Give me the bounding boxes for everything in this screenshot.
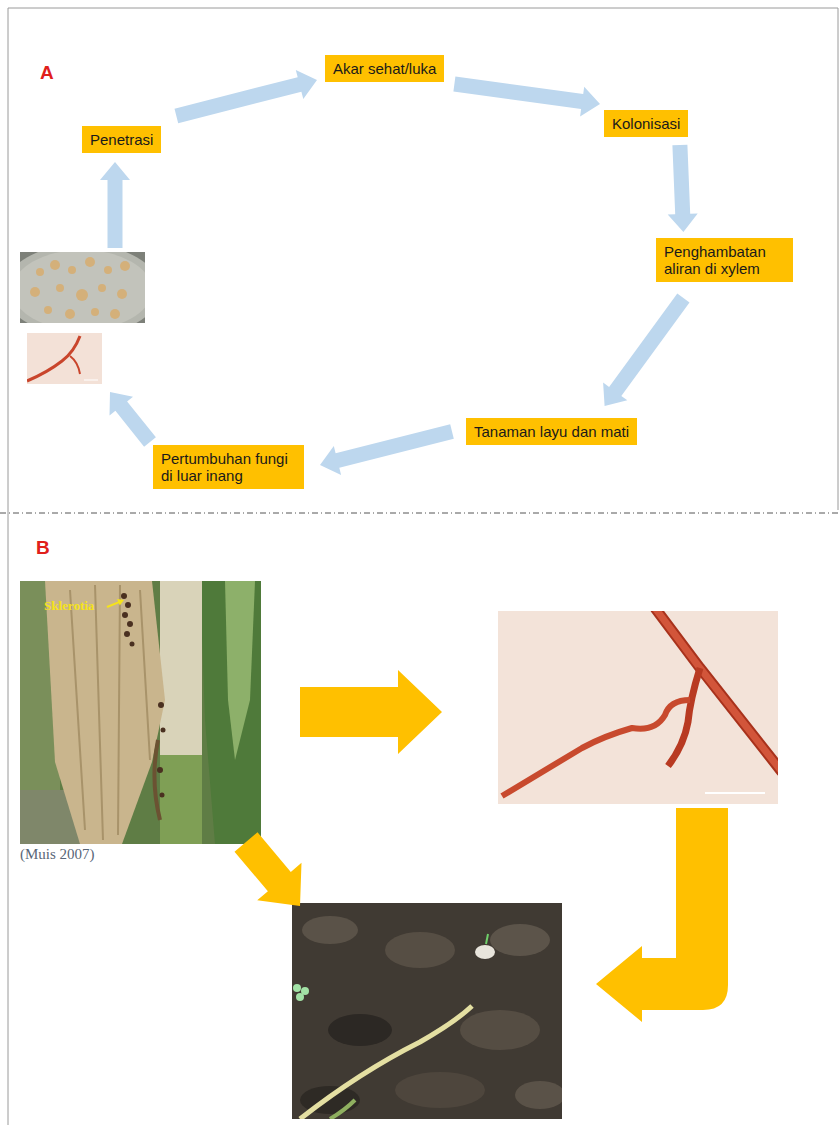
process-box: Penetrasi [82, 126, 161, 153]
box-text: Akar sehat/luka [333, 60, 436, 77]
flow-arrow [603, 294, 689, 406]
cycle-arrow [110, 392, 156, 447]
maize-photo [20, 581, 261, 844]
soil-clod [302, 916, 358, 944]
soil-shadow [328, 1014, 392, 1046]
panel-divider [0, 513, 839, 514]
scale-bar [705, 792, 765, 794]
sclerotia-soil [293, 984, 309, 1001]
yellow-arrow [300, 670, 442, 754]
process-box: Pertumbuhan fungi di luar inang [153, 445, 304, 489]
process-box: Tanaman layu dan mati [466, 418, 637, 445]
box-text: Penetrasi [90, 131, 153, 148]
maize-stalk [160, 581, 202, 844]
petri-photo [20, 252, 145, 323]
colony [117, 289, 127, 299]
seedling-stem [300, 1006, 472, 1119]
sheath-stripes [70, 585, 150, 840]
box-text: Pertumbuhan fungi di luar inang [161, 450, 296, 484]
colony [36, 268, 44, 276]
sclerotium [296, 993, 304, 1001]
fungal-colonies [30, 257, 130, 319]
sclerotia-dots [121, 593, 166, 798]
yellow-arrow [596, 808, 728, 1022]
flow-arrow [320, 424, 454, 475]
colony [56, 284, 64, 292]
colony [44, 306, 52, 314]
sclerotium [158, 702, 164, 708]
part-label: Sklerotia [44, 598, 94, 614]
panel-letter: B [36, 537, 50, 559]
colony [68, 266, 76, 274]
colony [98, 284, 106, 292]
colony [76, 289, 88, 301]
maize-stalk-green [160, 755, 202, 844]
sclerotium [157, 767, 163, 773]
sclerotium [127, 621, 133, 627]
sclerotium [293, 984, 301, 992]
box-text: Penghambatan aliran di xylem [664, 243, 785, 277]
source-note: (Muis 2007) [20, 846, 95, 863]
soil-clod [490, 924, 550, 956]
hypha-outline [655, 611, 778, 772]
sclerotium [130, 642, 135, 647]
colony [104, 266, 112, 274]
photo-ground [27, 333, 102, 384]
petri-plate [20, 252, 145, 323]
seedling-leaf [330, 1100, 355, 1119]
hypha [668, 668, 700, 766]
hypha [70, 356, 80, 374]
sclerotium [122, 612, 128, 618]
green-leaf [200, 581, 261, 844]
colony [85, 257, 95, 267]
hypha [27, 336, 80, 381]
colony [50, 260, 60, 270]
hypha [655, 611, 778, 772]
scale-bar [84, 380, 98, 381]
sclerotium [121, 593, 127, 599]
hyphae-photo [498, 611, 778, 804]
photo-ground [20, 581, 261, 844]
sclerotium [161, 728, 166, 733]
colony [65, 309, 75, 319]
grub [475, 945, 495, 959]
colony [91, 308, 99, 316]
process-box: Akar sehat/luka [325, 55, 444, 82]
green-leaf [225, 581, 255, 760]
flow-arrow [453, 77, 600, 117]
soil-clod [460, 1010, 540, 1050]
sklerotia-pointer [107, 599, 124, 608]
petri-agar [20, 252, 145, 323]
panel-letter: A [40, 62, 54, 84]
colony [120, 261, 130, 271]
dried-leaf-sheath [45, 581, 165, 844]
box-text: Tanaman layu dan mati [474, 423, 629, 440]
process-box: Penghambatan aliran di xylem [656, 238, 793, 282]
sprout [486, 934, 488, 944]
sclerotium [125, 602, 131, 608]
cycle-arrow [100, 162, 130, 248]
colony [110, 309, 120, 319]
soil-clod [385, 932, 455, 968]
flow-arrow [668, 145, 698, 232]
soil-clod [515, 1081, 562, 1109]
sclerotium [124, 631, 130, 637]
flow-arrow [175, 70, 318, 123]
process-box: Kolonisasi [604, 110, 688, 137]
panel-frame [8, 8, 838, 1125]
lesion [154, 740, 160, 820]
box-text: Kolonisasi [612, 115, 680, 132]
soil-clod [395, 1072, 485, 1108]
yellow-arrow [235, 832, 302, 906]
hyphae-photo-small [27, 333, 102, 384]
colony [30, 287, 40, 297]
sclerotium [160, 793, 165, 798]
soil-photo [292, 903, 562, 1119]
hypha [502, 700, 690, 796]
